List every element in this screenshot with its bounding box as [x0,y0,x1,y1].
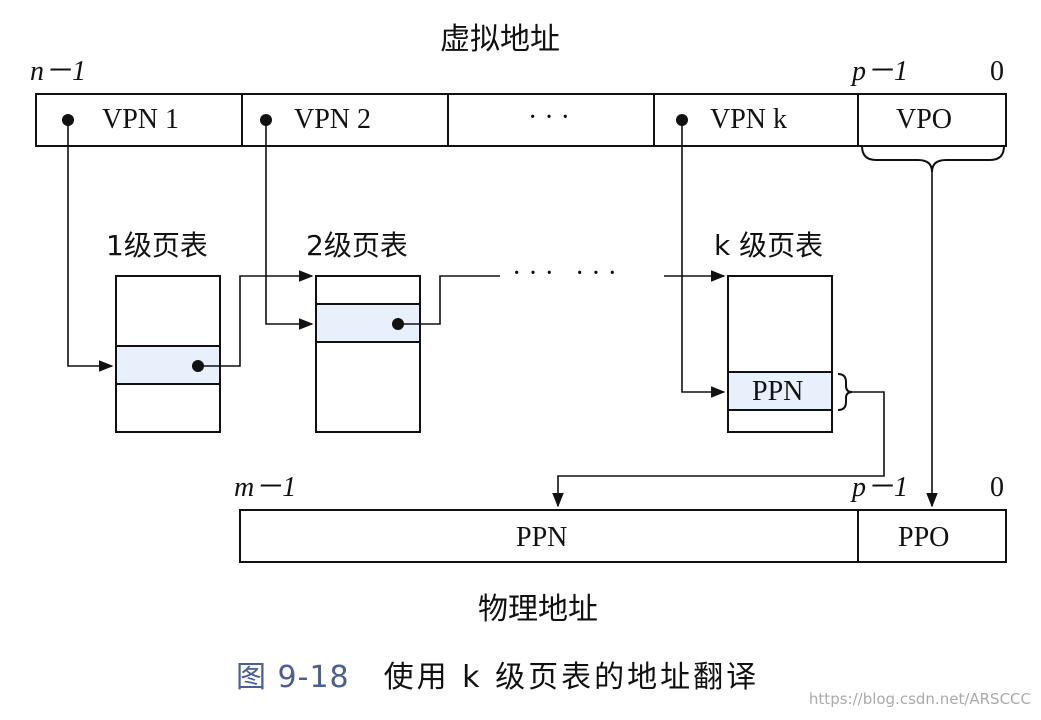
figure-caption: 图 9-18 使用 k 级页表的地址翻译 [236,652,759,696]
field-vpo: VPO [896,104,953,135]
vpn1-arrow [67,120,114,372]
l1-to-l2-arrow [198,270,314,367]
field-ppo: PPO [898,522,950,553]
vpo-brace [861,145,1005,173]
vpn2-arrow [265,120,314,330]
vpo-high-label: p－1 [852,56,909,87]
virtual-msb-label: n－1 [30,56,87,87]
field-vpn2: VPN 2 [294,104,372,135]
virtual-address-title: 虚拟地址 [440,22,560,57]
field-ppn: PPN [516,522,568,553]
ppn-entry-label: PPN [752,376,804,407]
vpnk-arrow [681,120,726,398]
field-vpnk: VPN k [710,104,788,135]
level1-label: 1级页表 [106,229,208,262]
level2-page-table [315,275,421,433]
virtual-address-register [35,93,1007,147]
levelk-label: k 级页表 [714,229,824,262]
physical-address-register [239,509,1007,563]
vpo-low-label: 0 [990,56,1004,87]
ppn-entry-brace [837,373,853,411]
field-ellipsis: · · · [528,102,570,133]
ppo-high-label: p－1 [852,472,909,503]
l2-to-next-line [398,275,500,325]
levelk-page-table [727,275,833,433]
physical-msb-label: m－1 [234,472,297,503]
figure-number: 图 9-18 [236,660,350,695]
table-chain-ellipsis: · · · · · · [512,258,617,289]
ppo-low-label: 0 [990,472,1004,503]
caption-text: 使用 k 级页表的地址翻译 [383,660,760,695]
level1-page-table [115,275,221,433]
field-vpn1: VPN 1 [102,104,180,135]
level2-label: 2级页表 [306,229,408,262]
watermark: https://blog.csdn.net/ARSCCC [808,690,1031,708]
physical-address-title: 物理地址 [478,592,598,627]
ppn-to-physical-arrow [552,391,885,508]
